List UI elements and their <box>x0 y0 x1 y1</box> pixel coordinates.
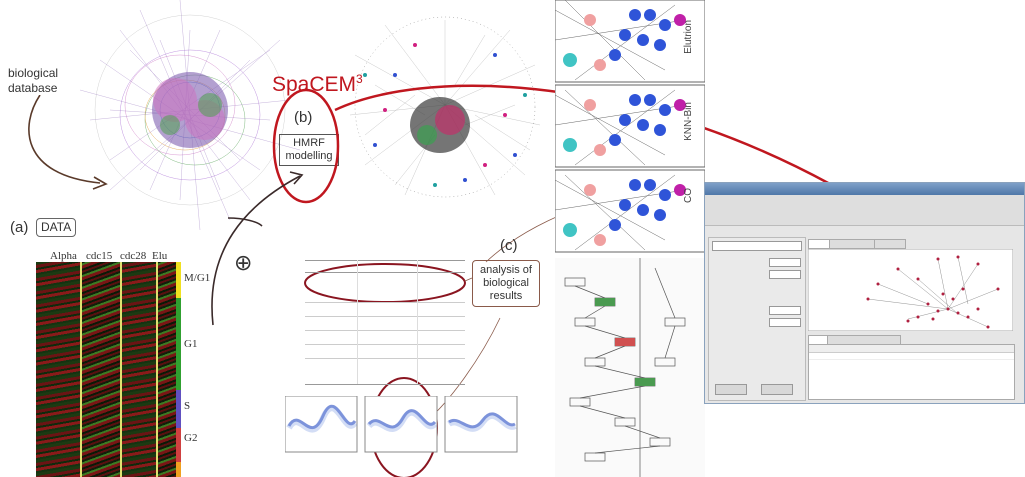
heatmap-block-4 <box>156 262 176 477</box>
spacem-title: SpaCEM3 <box>272 68 363 96</box>
panel-c-marker: (c) <box>500 237 518 254</box>
sidebar-button[interactable] <box>715 384 747 395</box>
heatmap-column-alpha: Alpha <box>50 250 77 262</box>
sidebar-field[interactable] <box>769 258 801 267</box>
heatmap-separator <box>120 262 122 477</box>
settings-sidebar <box>708 237 806 401</box>
results-header-row <box>809 345 1014 353</box>
sidebar-combo[interactable] <box>712 241 802 251</box>
oplus-symbol: ⊕ <box>234 250 253 275</box>
view-tab[interactable] <box>829 239 875 249</box>
phase-bar-s <box>176 390 181 428</box>
spacem-link-curve <box>334 84 831 186</box>
phase-bar-mg1 <box>176 262 181 298</box>
results-row[interactable] <box>809 353 1014 360</box>
view-tab[interactable] <box>874 239 906 249</box>
view-tabs <box>808 239 908 249</box>
results-tabs <box>808 335 908 345</box>
hmrf-modelling-box: HMRF modelling <box>279 134 339 166</box>
data-to-model-arrowhead <box>289 171 304 185</box>
clustered-network-graph <box>349 16 541 198</box>
panel-label-elutrion: Elutrion <box>683 20 694 54</box>
heatmap-separator <box>80 262 82 477</box>
phase-label-g1: G1 <box>184 338 198 350</box>
spacem-title-superscript: 3 <box>356 72 363 86</box>
sidebar-field[interactable] <box>769 270 801 279</box>
analysis-link-to-table <box>464 277 473 282</box>
panel-b-marker: (b) <box>294 109 313 126</box>
phase-bar-g2 <box>176 428 181 462</box>
phase-bar-g1 <box>176 298 181 390</box>
gene-enrichment-table <box>305 258 465 388</box>
heatmap-block-2 <box>80 262 120 477</box>
phase-label-s: S <box>184 400 191 412</box>
heatmap-column-elu: Elu <box>152 250 168 262</box>
phase-label-g2: G2 <box>184 432 198 444</box>
phase-bar-end <box>176 462 181 477</box>
data-label: DATA <box>36 218 77 237</box>
hmrf-highlight-ellipse <box>272 88 340 204</box>
analysis-results-box: analysis of biological results <box>472 260 540 307</box>
panel-label-knn: KNN-Bin <box>683 102 694 141</box>
heatmap-column-cdc15: cdc15 <box>86 250 113 262</box>
heatmap-column-cdc28: cdc28 <box>120 250 147 262</box>
window-titlebar[interactable] <box>705 183 1024 195</box>
view-tab[interactable] <box>808 239 830 249</box>
sidebar-field[interactable] <box>769 306 801 315</box>
phase-label-mg1: M/G1 <box>184 272 211 284</box>
expression-profile-plots <box>285 396 518 453</box>
panel-label-co: CO <box>683 188 694 203</box>
network-to-oplus-line <box>227 217 263 227</box>
results-table[interactable] <box>808 344 1015 400</box>
heatmap-block-3 <box>120 262 156 477</box>
window-toolbar <box>705 195 1024 226</box>
data-to-model-arrow <box>211 175 301 326</box>
metabolic-pathway-diagram <box>555 258 705 477</box>
database-to-network-arrow <box>28 95 108 190</box>
sidebar-field[interactable] <box>769 318 801 327</box>
heatmap-separator <box>156 262 158 477</box>
protein-network-graph <box>80 0 300 230</box>
panel-a-marker: (a) <box>10 219 29 236</box>
cluster-panels-drawing <box>554 0 706 255</box>
biological-database-label: biological database <box>8 66 59 95</box>
spacem-app-window <box>704 182 1025 404</box>
cluster-panel-stack <box>554 0 706 255</box>
spacem-title-text: SpaCEM <box>272 73 357 96</box>
sidebar-button[interactable] <box>761 384 793 395</box>
heatmap-block-1 <box>36 262 80 477</box>
graph-view-canvas[interactable] <box>808 249 1013 331</box>
